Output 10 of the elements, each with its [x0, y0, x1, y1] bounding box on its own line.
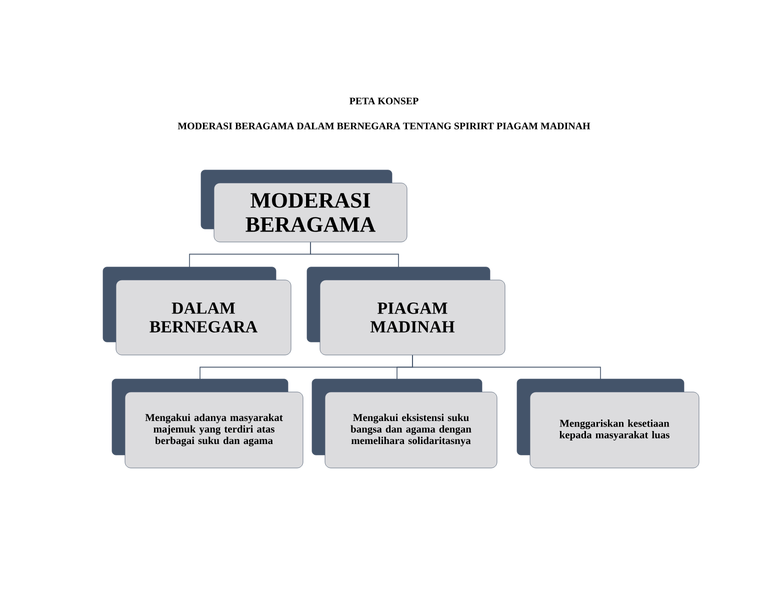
concept-box: PIAGAM MADINAH: [306, 266, 506, 356]
connector: [310, 242, 399, 268]
concept-box: MODERASI BERAGAMA: [200, 170, 408, 242]
concept-box: Mengakui adanya masyarakat majemuk yang terdiri atas berbagai suku dan agama: [112, 378, 304, 468]
subtitle: MODERASI BERAGAMA DALAM BERNEGARA TENTANG SPIRIRT PIAGAM MADINAH: [178, 122, 590, 130]
concept-box: Menggariskan kesetiaan kepada masyarakat luas: [516, 378, 700, 468]
connector: [412, 354, 601, 380]
concept-box: DALAM BERNEGARA: [102, 266, 292, 356]
concept-box: Mengakui eksistensi suku bangsa dan agama dengan memelihara solidaritasnya: [312, 378, 498, 468]
title: PETA KONSEP: [350, 98, 418, 104]
